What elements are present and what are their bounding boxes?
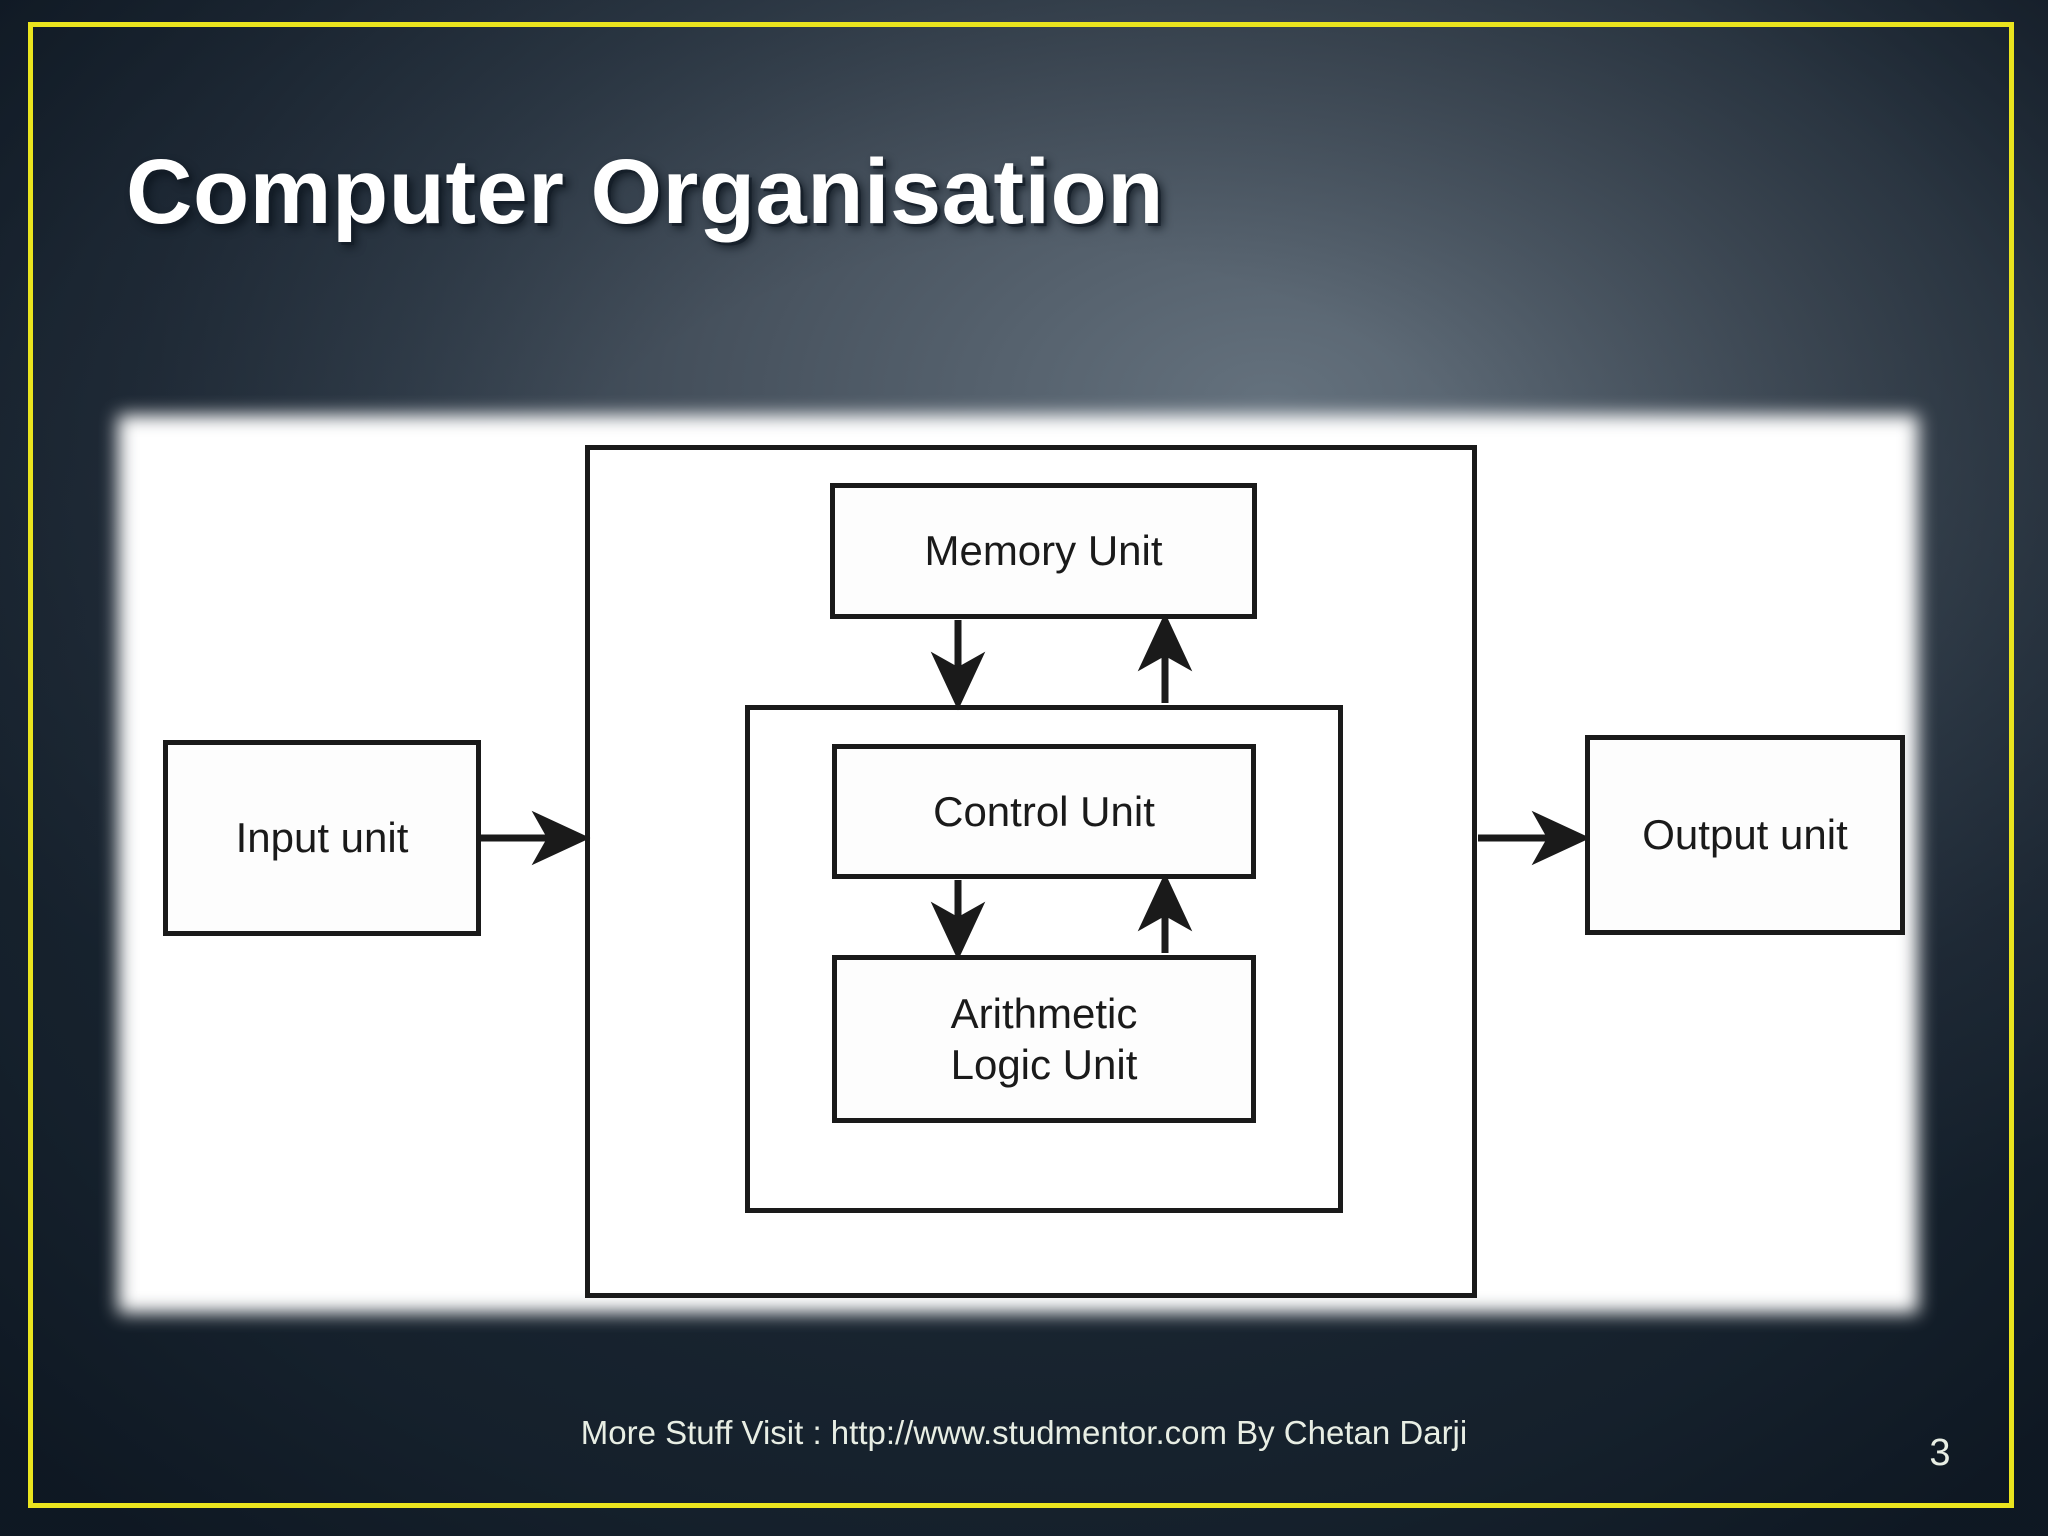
alu-label-line-2: Logic Unit [950,1041,1138,1088]
output-unit-label: Output unit [1642,811,1848,859]
memory-unit-label: Memory Unit [924,527,1163,575]
footer-credit-text: More Stuff Visit : http://www.studmentor… [580,1414,1468,1451]
input-unit-box: Input unit [163,740,481,936]
page-title: Computer Organisation [126,141,1164,243]
slide-page-number: 3 [1929,1432,1951,1474]
alu-label-line-1: Arithmetic [950,989,1138,1037]
control-unit-label: Control Unit [933,787,1155,835]
cpu-outer-boundary [585,445,1477,1298]
output-unit-box: Output unit [1585,735,1905,935]
input-unit-label: Input unit [235,814,409,862]
arithmetic-logic-unit-box: Arithmetic Logic Unit [832,955,1256,1123]
control-unit-box: Control Unit [832,744,1256,879]
control-alu-group-boundary [745,705,1343,1213]
memory-unit-box: Memory Unit [830,483,1257,619]
